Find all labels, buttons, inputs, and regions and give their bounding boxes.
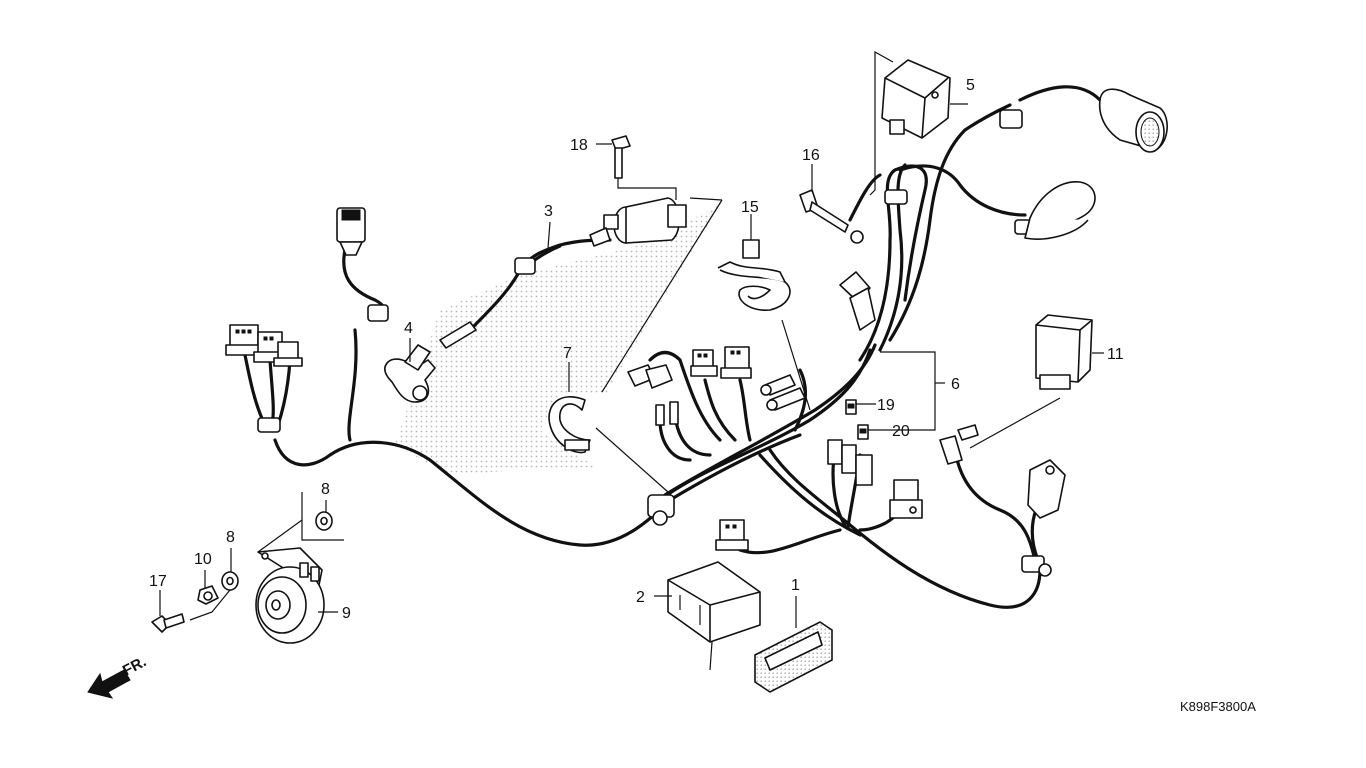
headlight-connector bbox=[336, 207, 366, 256]
ignition-coil bbox=[589, 197, 687, 247]
bolt-18 bbox=[611, 135, 631, 179]
rubber-cover-1 bbox=[754, 621, 833, 693]
callout-2: 2 bbox=[636, 589, 645, 606]
callout-8-upper: 8 bbox=[321, 481, 330, 498]
callout-5: 5 bbox=[966, 77, 975, 94]
callout-1: 1 bbox=[791, 577, 800, 594]
callout-15: 15 bbox=[741, 199, 759, 216]
connector-center-lower bbox=[715, 519, 749, 551]
connector-lower-right bbox=[1027, 459, 1066, 519]
nut-10 bbox=[197, 585, 219, 605]
washer-8-upper bbox=[315, 511, 333, 531]
callout-8-lower: 8 bbox=[226, 529, 235, 546]
callout-9: 9 bbox=[342, 605, 351, 622]
connector-upper-6 bbox=[839, 271, 876, 331]
callout-11: 11 bbox=[1107, 346, 1124, 363]
callout-18: 18 bbox=[570, 137, 588, 154]
horn-9 bbox=[255, 547, 325, 644]
callout-17: 17 bbox=[149, 573, 167, 590]
front-arrow-icon bbox=[87, 669, 131, 699]
callout-7: 7 bbox=[563, 345, 572, 362]
callout-19: 19 bbox=[877, 397, 895, 414]
callout-20: 20 bbox=[892, 423, 910, 440]
harness-clamps bbox=[257, 109, 1052, 577]
callout-4: 4 bbox=[404, 320, 413, 337]
bolt-16 bbox=[799, 189, 849, 233]
right-connectors bbox=[827, 424, 979, 519]
bolt-17 bbox=[151, 613, 185, 633]
callout-16: 16 bbox=[802, 147, 820, 164]
washer-8-lower bbox=[221, 571, 239, 591]
callout-3: 3 bbox=[544, 203, 553, 220]
band-7 bbox=[548, 396, 591, 454]
relay-11 bbox=[1035, 314, 1093, 390]
leader-lines bbox=[159, 50, 1104, 671]
band-15 bbox=[717, 239, 791, 311]
callout-10: 10 bbox=[194, 551, 212, 568]
callout-labels: 1 2 3 4 5 6 7 8 8 9 10 11 15 16 17 18 19… bbox=[149, 77, 1124, 622]
fuses bbox=[845, 399, 869, 440]
left-connector-group bbox=[225, 324, 303, 367]
flasher-relay-5 bbox=[881, 59, 951, 139]
diagram-code: K898F3800A bbox=[1180, 699, 1256, 714]
spark-plug-wire-end bbox=[439, 321, 477, 349]
ground-terminal bbox=[848, 173, 882, 244]
center-connectors bbox=[627, 346, 806, 426]
front-direction-arrow: FR. bbox=[87, 653, 149, 699]
spark-plug-cap bbox=[383, 344, 436, 403]
callout-6: 6 bbox=[951, 376, 960, 393]
round-connector bbox=[1098, 88, 1168, 153]
stippled-background-shape bbox=[395, 205, 720, 475]
dome-sensor bbox=[1024, 181, 1096, 240]
main-wire-harness bbox=[243, 85, 1102, 609]
control-unit-2 bbox=[667, 561, 761, 643]
